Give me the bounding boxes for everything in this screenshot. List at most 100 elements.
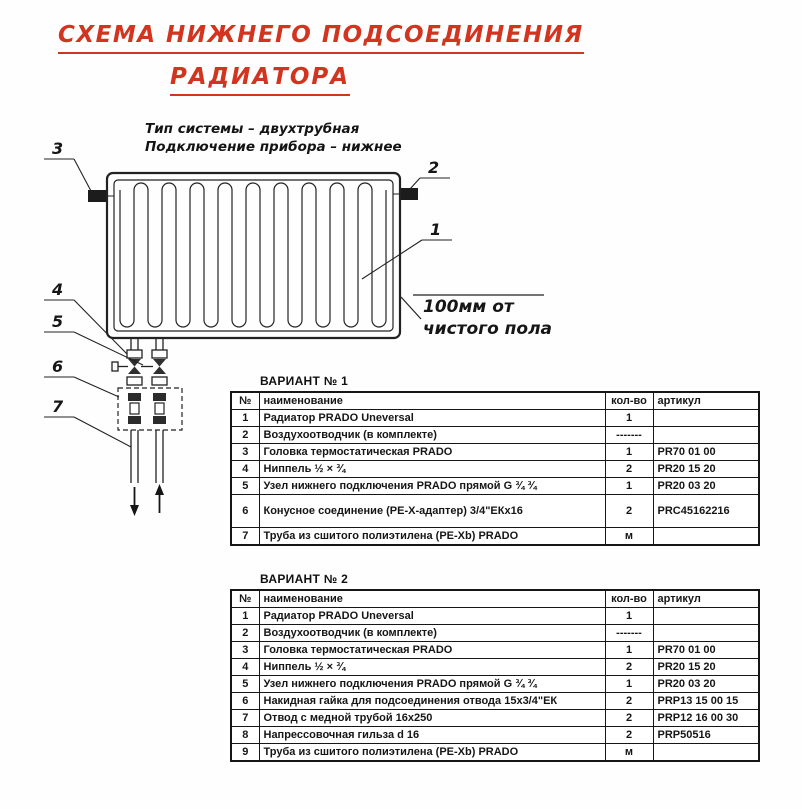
floor-note-line2: чистого пола (423, 319, 552, 339)
radiator-channels (119, 182, 387, 328)
table-cell: ------- (604, 426, 654, 444)
table-cell: PR20 03 20 (652, 477, 760, 495)
table-cell: 6 (230, 494, 260, 528)
callout-3: 3 (52, 139, 63, 158)
valve-bodies (128, 359, 166, 374)
floor-dimension-lines (400, 294, 544, 320)
table-cell: 4 (230, 460, 260, 478)
table-cell: 8 (230, 726, 260, 744)
table-cell: 5 (230, 675, 260, 693)
radiator-body (105, 171, 402, 340)
table-cell: Узел нижнего подключения PRADO прямой G … (258, 675, 606, 693)
page-title-word: РАДИАТОРА (169, 64, 351, 96)
table-cell: Радиатор PRADO Uneversal (258, 409, 606, 427)
system-info: Тип системы – двухтрубная Подключение пр… (145, 120, 402, 156)
table-cell: м (604, 527, 654, 546)
table-cell: 6 (230, 692, 260, 710)
table-cell: 2 (230, 426, 260, 444)
floor-note-line1: 100мм от (423, 297, 515, 317)
table-cell (652, 527, 760, 546)
page-title-line2-wrap: РАДИАТОРА (58, 64, 462, 96)
table-cell: 1 (604, 477, 654, 495)
page-title: СХЕМА НИЖНЕГО ПОДСОЕДИНЕНИЯ (58, 22, 584, 54)
table-cell: 2 (604, 692, 654, 710)
table-cell: 2 (230, 624, 260, 642)
page-title-line1: СХЕМА НИЖНЕГО ПОДСОЕДИНЕНИЯ (58, 22, 584, 54)
plug-connector (401, 188, 418, 200)
flow-arrows (130, 484, 164, 516)
table-cell: Головка термостатическая PRADO (258, 641, 606, 659)
table-cell: Воздухоотводчик (в комплекте) (258, 624, 606, 642)
table-cell: PR20 15 20 (652, 658, 760, 676)
table-cell: 3 (230, 641, 260, 659)
table-cell: 2 (604, 494, 654, 528)
table-cell: PR20 03 20 (652, 675, 760, 693)
system-type-label: Тип системы – двухтрубная (145, 121, 360, 137)
air-vent-connector (88, 190, 106, 202)
table-cell: 3 (230, 443, 260, 461)
table-cell: PRP13 15 00 15 (652, 692, 760, 710)
variant-2-title: ВАРИАНТ № 2 (260, 572, 349, 586)
table-cell: 1 (604, 641, 654, 659)
column-header: кол-во (604, 589, 654, 608)
table-cell: 2 (604, 709, 654, 727)
table-cell: 2 (604, 460, 654, 478)
column-header: № (230, 589, 260, 608)
table-cell: 1 (604, 607, 654, 625)
table-cell: Отвод с медной трубой 16х250 (258, 709, 606, 727)
table-cell: Ниппель ½ × ¾ (258, 658, 606, 676)
flow-arrow-up-icon (155, 484, 164, 495)
table-cell: Труба из сшитого полиэтилена (PE-Xb) PRA… (258, 527, 606, 546)
dashed-boundary (117, 387, 183, 431)
table-cell: 1 (230, 607, 260, 625)
table-cell: 1 (604, 409, 654, 427)
table-cell (652, 426, 760, 444)
table-cell: Накидная гайка для подсоединения отвода … (258, 692, 606, 710)
table-cell: Радиатор PRADO Uneversal (258, 607, 606, 625)
table-cell: Воздухоотводчик (в комплекте) (258, 426, 606, 444)
table-cell: 2 (604, 658, 654, 676)
table-cell: Головка термостатическая PRADO (258, 443, 606, 461)
table-cell: 7 (230, 709, 260, 727)
table-cell: 1 (604, 675, 654, 693)
table-cell: ------- (604, 624, 654, 642)
table-cell: PRC45162216 (652, 494, 760, 528)
table-cell: PR70 01 00 (652, 443, 760, 461)
table-cell: м (604, 743, 654, 762)
table-cell: 7 (230, 527, 260, 546)
radiator-diagram: 3 2 1 4 5 6 7 100мм от чистого пола (44, 139, 552, 516)
column-header: артикул (652, 391, 760, 410)
table-cell: Конусное соединение (PE-X-адаптер) 3/4"Е… (258, 494, 606, 528)
table-cell: 9 (230, 743, 260, 762)
callout-1: 1 (430, 220, 441, 239)
table-cell: 1 (230, 409, 260, 427)
table-cell: Напрессовочная гильза d 16 (258, 726, 606, 744)
title-block: СХЕМА НИЖНЕГО ПОДСОЕДИНЕНИЯ РАДИАТОРА (58, 22, 584, 96)
table-cell: 4 (230, 658, 260, 676)
table-cell: 2 (604, 726, 654, 744)
table-cell: PR20 15 20 (652, 460, 760, 478)
table-cell: Узел нижнего подключения PRADO прямой G … (258, 477, 606, 495)
callout-leaders (44, 158, 452, 448)
table-cell: Ниппель ½ × ¾ (258, 460, 606, 478)
table-cell (652, 607, 760, 625)
callout-4: 4 (51, 280, 63, 299)
table-cell: 5 (230, 477, 260, 495)
